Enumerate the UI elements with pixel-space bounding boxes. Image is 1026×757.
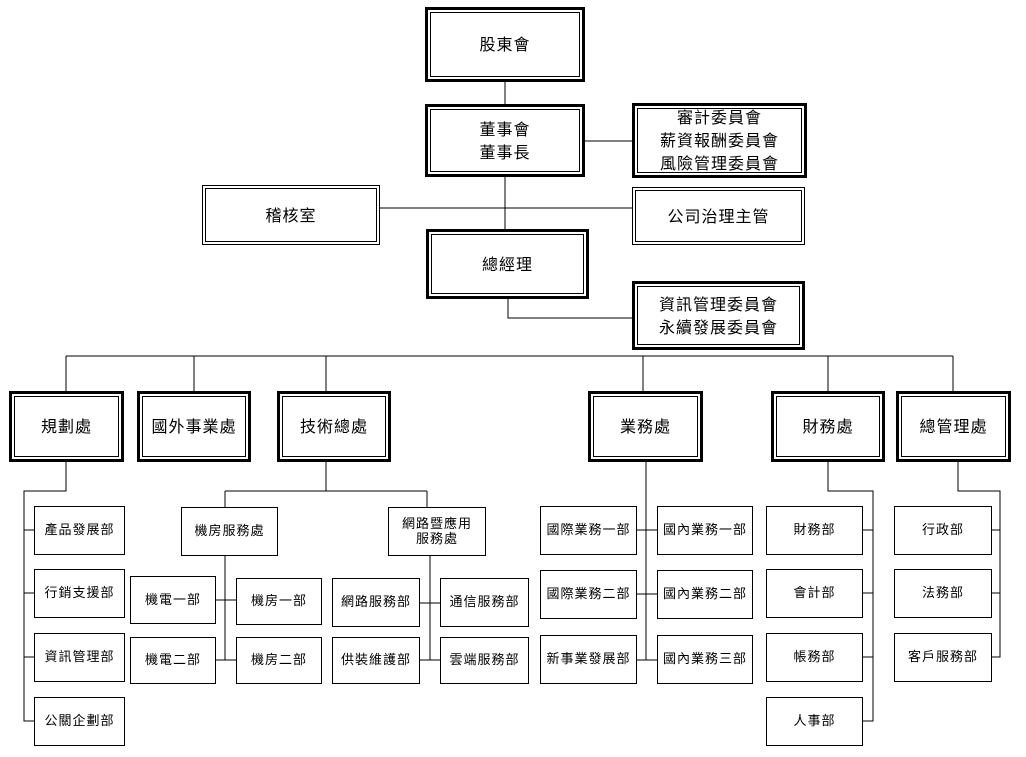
accounts-dept-box: 帳務部: [766, 633, 863, 682]
accounting-dept-box: 會計部: [766, 569, 863, 618]
installation-maintenance-dept-box: 供裝維護部: [332, 637, 420, 684]
international-business-dept-1-box: 國際業務一部: [540, 506, 637, 555]
technology-division-box: 技術總處: [277, 391, 391, 462]
info-management-dept-box: 資訊管理部: [34, 633, 125, 682]
mep-dept-1-box: 機電一部: [130, 576, 216, 624]
finance-division-box: 財務處: [771, 391, 885, 462]
management-committees-box: 資訊管理委員會 永續發展委員會: [632, 281, 805, 350]
marketing-support-dept-box: 行銷支援部: [34, 569, 125, 618]
line-finance-departments: [827, 462, 874, 722]
committees-box: 審計委員會 薪資報酬委員會 風險管理委員會: [632, 103, 807, 178]
customer-service-dept-box: 客戶服務部: [894, 633, 992, 682]
new-business-development-dept-box: 新事業發展部: [540, 635, 637, 684]
international-business-dept-2-box: 國際業務二部: [540, 570, 637, 619]
mep-dept-2-box: 機電二部: [130, 637, 216, 684]
line-business-departments: [637, 462, 657, 661]
governance-officer-box: 公司治理主管: [632, 187, 805, 245]
domestic-business-dept-2-box: 國內業務二部: [657, 570, 753, 619]
line-admin-departments: [957, 462, 1001, 658]
network-service-dept-box: 網路服務部: [332, 578, 420, 627]
datacenter-dept-2-box: 機房二部: [236, 637, 322, 684]
shareholders-meeting-box: 股東會: [425, 7, 585, 82]
legal-dept-box: 法務部: [894, 569, 992, 618]
network-application-service-office-box: 網路暨應用 服務處: [388, 507, 486, 556]
line-tech-subdivisions: [224, 462, 428, 507]
board-of-directors-box: 董事會 董事長: [425, 104, 585, 177]
telecom-service-dept-box: 通信服務部: [440, 578, 529, 627]
pr-planning-dept-box: 公關企劃部: [34, 697, 125, 746]
general-admin-division-box: 總管理處: [896, 391, 1011, 462]
human-resources-dept-box: 人事部: [766, 697, 863, 746]
datacenter-service-office-box: 機房服務處: [181, 507, 278, 556]
product-development-dept-box: 產品發展部: [34, 506, 125, 555]
administration-dept-box: 行政部: [894, 506, 992, 555]
planning-division-box: 規劃處: [9, 391, 124, 462]
line-gm-mgmt-committees: [507, 299, 632, 319]
line-datacenter-departments: [216, 556, 236, 661]
business-division-box: 業務處: [588, 391, 703, 462]
domestic-business-dept-3-box: 國內業務三部: [657, 635, 753, 684]
finance-dept-box: 財務部: [766, 506, 863, 555]
cloud-service-dept-box: 雲端服務部: [440, 637, 529, 684]
line-network-departments: [420, 556, 440, 661]
line-planning-departments: [23, 462, 67, 722]
general-manager-box: 總經理: [426, 229, 589, 299]
datacenter-dept-1-box: 機房一部: [236, 578, 322, 625]
audit-office-box: 稽核室: [202, 185, 380, 245]
domestic-business-dept-1-box: 國內業務一部: [657, 506, 753, 555]
overseas-division-box: 國外事業處: [137, 391, 251, 462]
